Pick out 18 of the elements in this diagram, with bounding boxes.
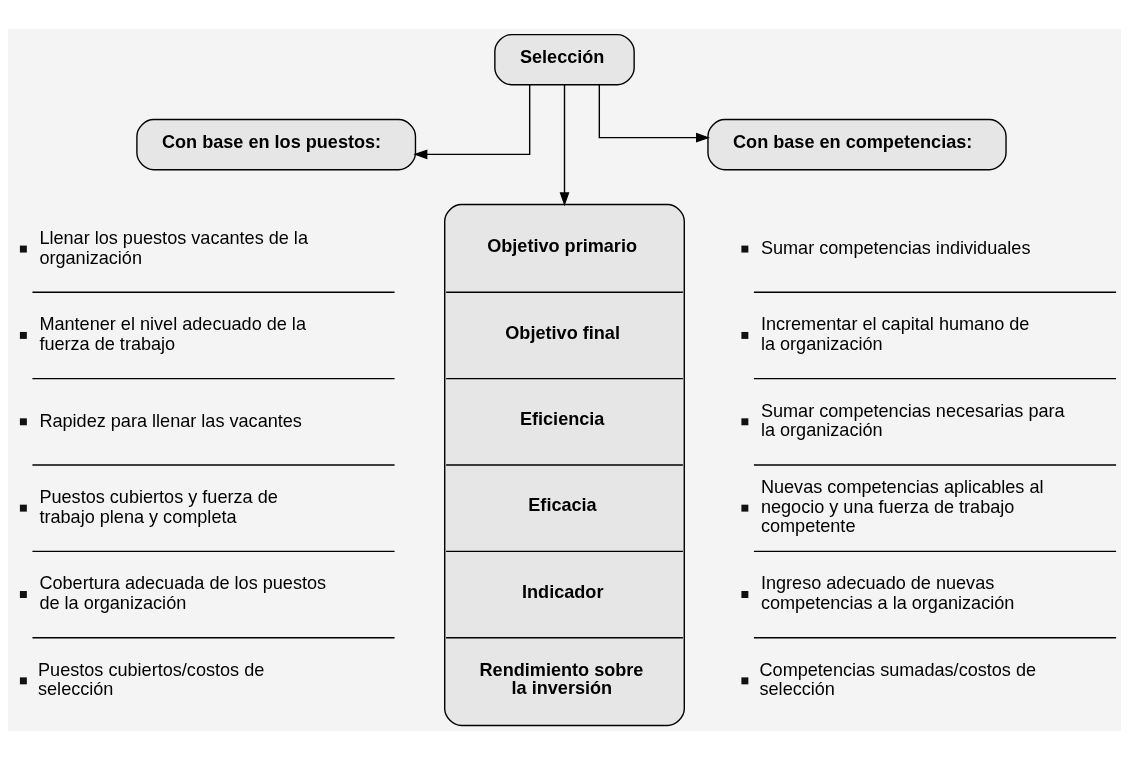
label: Rapidez para llenar las vacantes [39, 410, 302, 431]
label: Puestos cubiertos y fuerza de trabajo plena y completa [39, 487, 278, 527]
label: Puestos cubiertos/costos de selección [38, 659, 265, 700]
label: Incrementar el capital humano de la organización [760, 314, 1030, 354]
label: Sumar competencias necesarias para la organización [760, 400, 1065, 441]
arrow [559, 84, 570, 207]
node-box: Con base en los puestos: [136, 118, 417, 171]
label: Ingreso adecuado de nuevas competencias a la organización [760, 573, 1015, 613]
arrow [413, 84, 531, 160]
label: Cobertura adecuada de los puestos de la organización [39, 573, 327, 613]
label: Mantener el nivel adecuado de la fuerza de trabajo [39, 314, 306, 354]
label: Nuevas competencias aplicables al negocio y una fuerza de trabajo competente [760, 477, 1044, 537]
label: Competencias sumadas/costos de selección [759, 659, 1037, 700]
node-box: Selección [494, 33, 635, 86]
arrow [598, 84, 710, 143]
label: Llenar los puestos vacantes de la organización [39, 228, 308, 268]
node-box: Con base en competencias: [707, 118, 1007, 171]
label: Sumar competencias individuales [760, 237, 1031, 258]
